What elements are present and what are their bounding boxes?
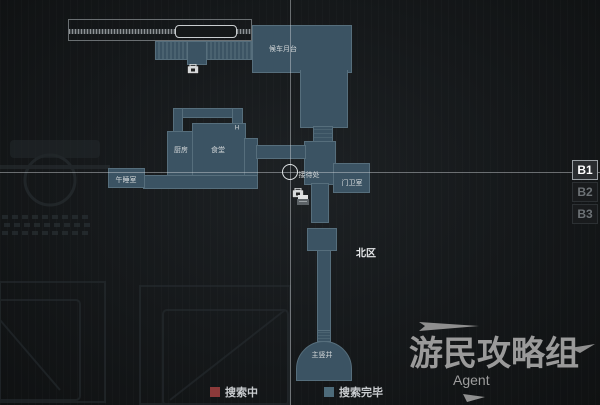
watermark-title: 游民攻略组 [409,334,579,374]
background-panel-decoration [0,281,291,405]
train-rail [69,29,251,34]
label-kitchen: 厨房 [174,146,188,154]
label-reception: 接待处 [298,171,320,179]
room-shaft-antechamber[interactable] [307,228,337,251]
room-stair-connector[interactable] [313,126,333,142]
room-platform-passage[interactable] [187,41,207,65]
map-cursor-icon[interactable] [282,164,298,180]
room-shaft-corridor[interactable] [317,250,331,342]
typewriter-save-icon[interactable] [297,195,309,205]
legend-label-searching: 搜索中 [225,386,258,399]
room-platform[interactable] [252,25,352,73]
legend-swatch-searching [210,387,220,397]
room-guard-room[interactable] [333,163,370,193]
room-south-corridor[interactable] [143,175,258,189]
room-central-corridor[interactable] [311,183,329,223]
logo-arrow-icon [463,394,485,402]
legend-label-searched: 搜索完毕 [339,386,383,399]
room-dining[interactable] [192,123,246,178]
room-kitchen-upper-left[interactable] [173,108,183,133]
room-east-corridor[interactable] [256,145,306,159]
room-platform-lower[interactable] [300,70,348,128]
room-nap-room[interactable] [108,168,145,188]
label-dining: 食堂 [211,146,225,154]
train-track [68,19,252,41]
label-main-shaft: 主竖井 [311,351,333,359]
watermark-subtitle: Agent [453,372,490,388]
train-car [175,25,237,38]
label-platform: 候车月台 [269,45,297,53]
logo-arrow-icon [419,322,479,331]
floor-button-b3[interactable]: B3 [572,204,598,224]
floor-button-b2[interactable]: B2 [572,182,598,202]
floor-button-b1[interactable]: B1 [572,160,598,180]
legend-searched: 搜索完毕 [324,384,383,400]
door-marker: H [234,124,240,132]
typewriter-background-icon [0,140,110,235]
label-guard-room: 门卫室 [341,179,363,187]
legend-swatch-searched [324,387,334,397]
crosshair-horizontal [0,172,600,173]
room-main-shaft[interactable] [296,341,352,381]
item-box-icon[interactable] [187,64,199,74]
watermark-logo: 游民攻略组 Agent [405,320,595,405]
legend-searching: 搜索中 [210,384,258,400]
logo-arrow-icon [570,344,595,353]
crosshair-vertical [290,0,291,405]
label-nap-room: 午睡室 [115,176,137,184]
area-label: 北区 [356,248,376,260]
